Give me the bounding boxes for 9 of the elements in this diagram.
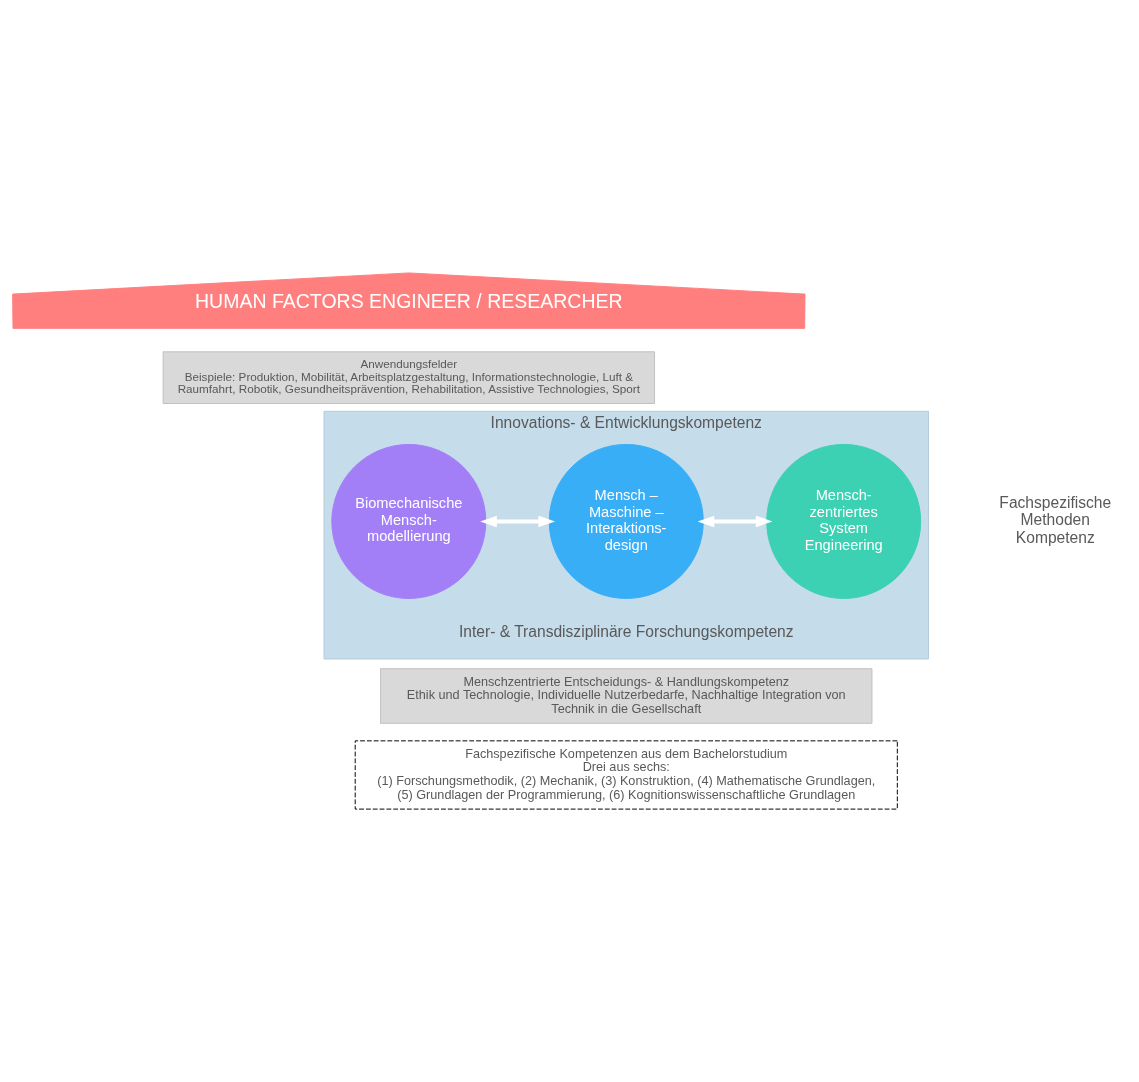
node-box: Fachspezifische Kompetenzen aus dem Bachelorstudium Drei aus sechs: (1) Forschungsmethodik, (2) Mechanik, (3) Konstruktion, (4) Mathematische Grundlagen, (5) Grundlagen der Programmierung, (6) Kognitionswissenschaftliche Grundlagen — [354, 740, 898, 810]
label: Fachspezifische Methoden Kompetenz — [999, 493, 1112, 546]
arrow — [480, 515, 555, 528]
node-circle: Mensch – Maschine – Interaktions- design — [548, 443, 704, 599]
arrow — [697, 515, 773, 528]
node-circle: Biomechanische Mensch- modellierung — [331, 443, 487, 599]
node-box: Anwendungsfelder Beispiele: Produktion, Mobilität, Arbeitsplatzgestaltung, Informationstechnologie, Luft & Raumfahrt, Robotik, Gesundheitsprävention, Rehabilitation, Assistive Technologies, Sport — [162, 351, 655, 404]
node-circle: Mensch- zentriertes System Engineering — [766, 443, 922, 599]
node-box: Menschzentrierte Entscheidungs- & Handlungskompetenz Ethik und Technologie, Individuelle Nutzerbedarfe, Nachhaltige Integration von Technik in die Gesellschaft — [380, 668, 873, 724]
